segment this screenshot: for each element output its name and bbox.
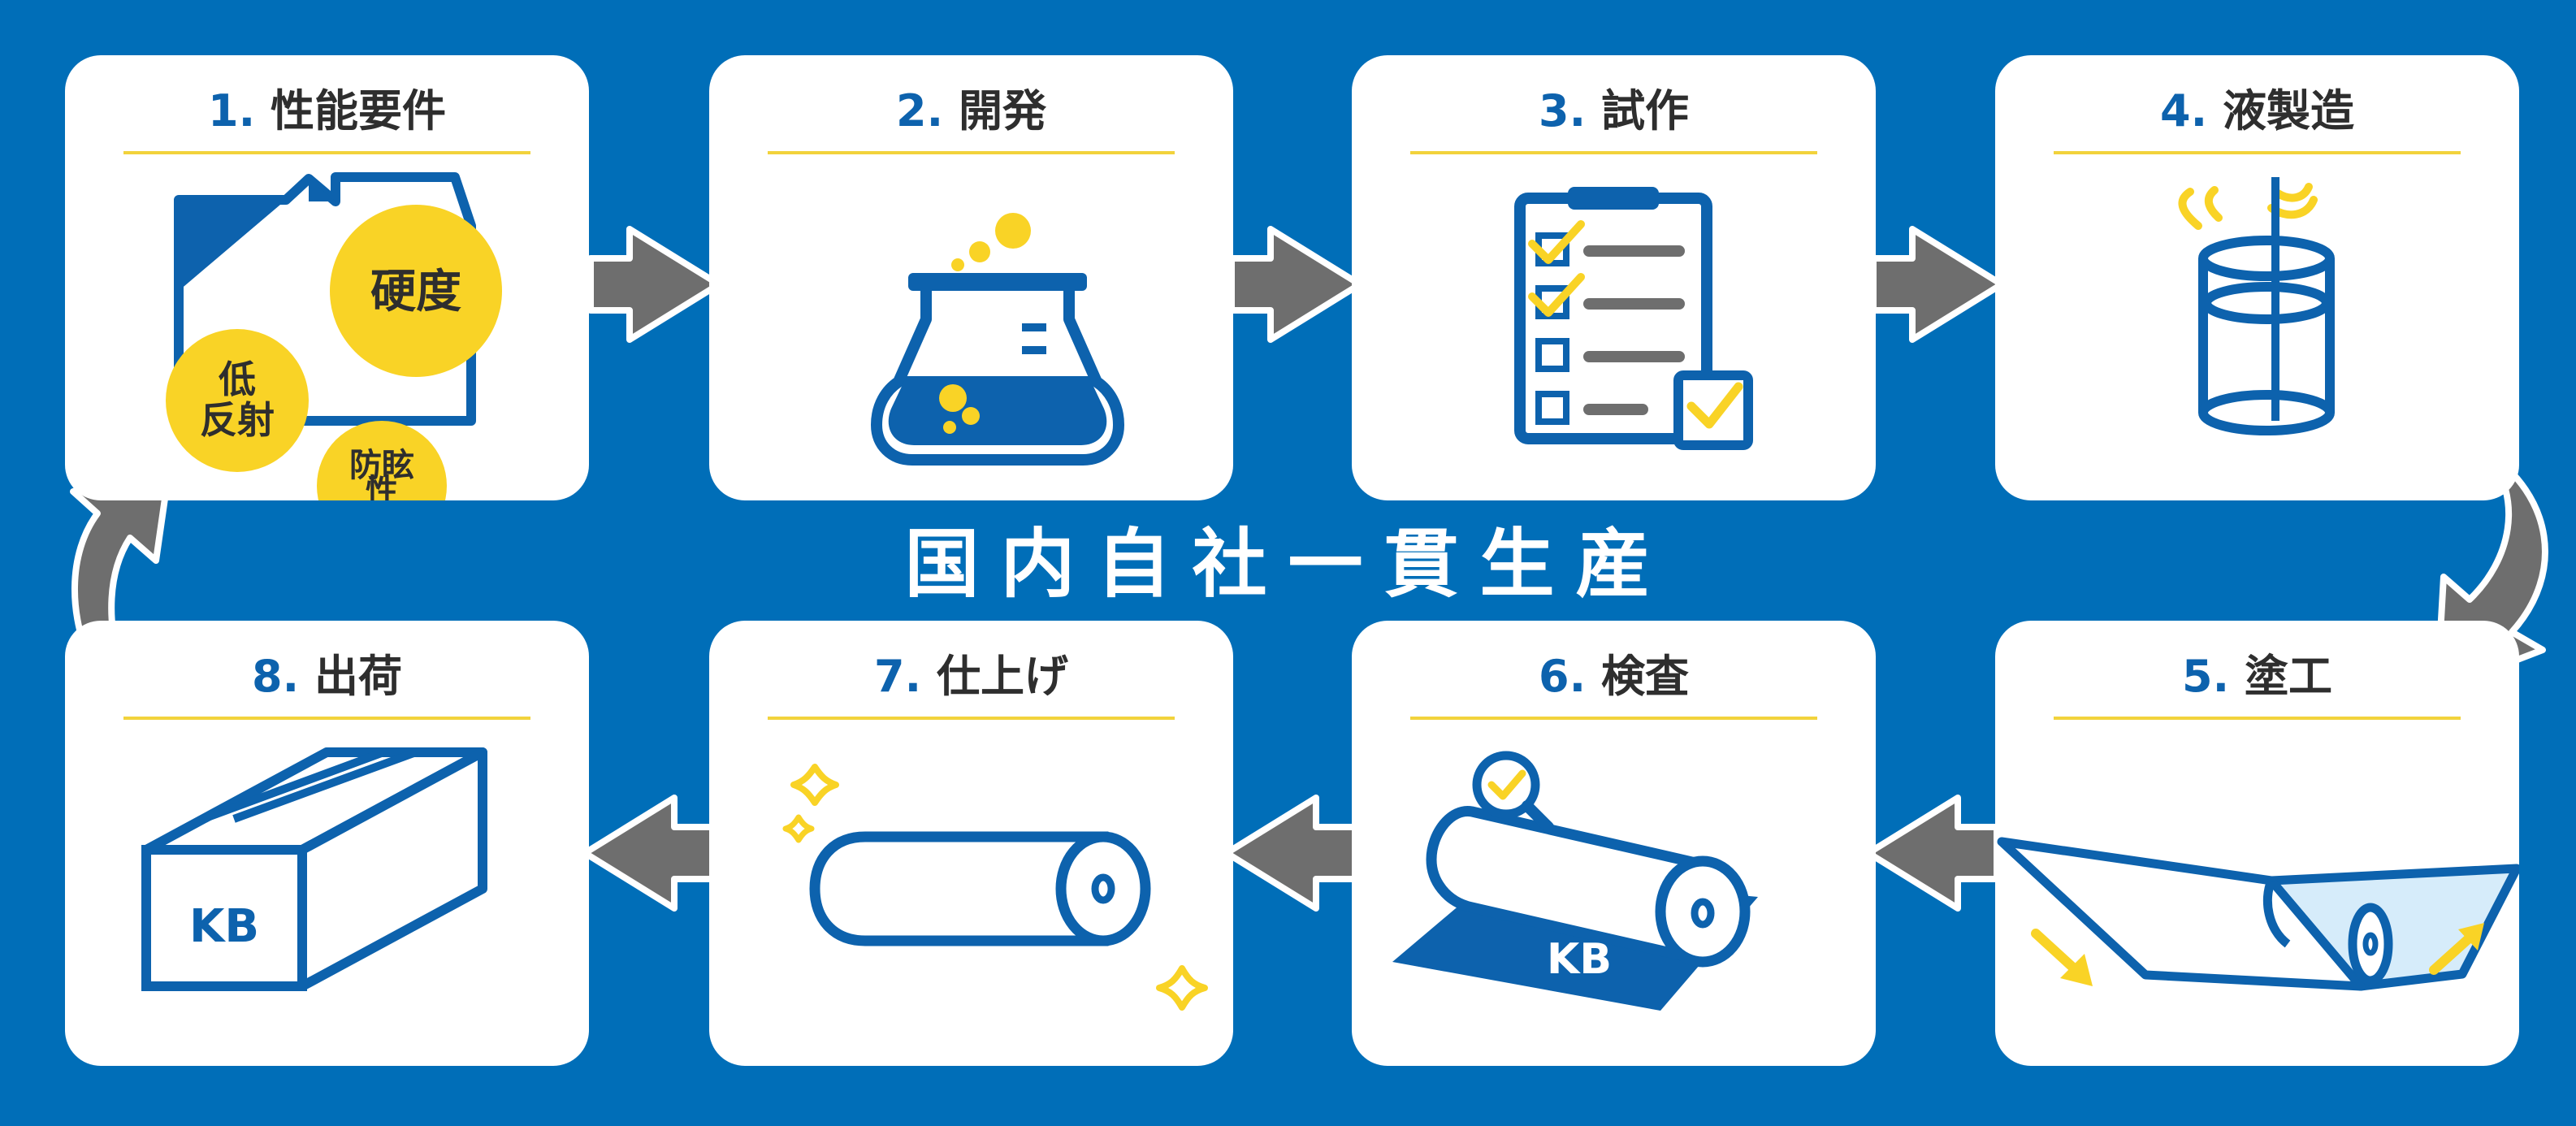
arrow-left-icon <box>1223 795 1358 912</box>
step-label: 検査 <box>1600 651 1689 702</box>
step-card-shipping: 8. 出荷 KB <box>65 621 589 1066</box>
title-divider <box>123 717 530 720</box>
title-divider <box>1410 717 1817 720</box>
title-divider <box>1410 151 1817 154</box>
step-card-inspection: 6. 検査 KB <box>1352 621 1876 1066</box>
brand-logo: KB <box>1547 935 1612 984</box>
clipboard-checklist-icon <box>1514 187 1753 450</box>
step-label: 塗工 <box>2244 651 2332 702</box>
brand-logo: KB <box>189 900 259 953</box>
arrow-right-icon <box>1228 226 1363 343</box>
step-number: 8. <box>252 651 300 702</box>
arrow-right-icon <box>587 226 722 343</box>
center-title: 国内自社一貫生産 <box>904 521 1672 608</box>
step-label: 出荷 <box>314 651 402 702</box>
coating-film-icon <box>1997 837 2519 991</box>
mixing-tank-icon <box>2178 177 2335 435</box>
title-divider <box>768 151 1175 154</box>
inspection-roll-icon: KB <box>1392 751 1758 1011</box>
requirement-anti-glare-2: 性 <box>366 473 398 500</box>
flask-icon <box>871 213 1124 466</box>
arrow-left-icon <box>582 795 717 912</box>
step-title: 4. 液製造 <box>1995 83 2519 140</box>
step-card-finishing: 7. 仕上げ <box>709 621 1233 1066</box>
step-number: 6. <box>1539 651 1587 702</box>
step-number: 7. <box>874 651 922 702</box>
step-label: 液製造 <box>2222 85 2354 136</box>
step-card-prototype: 3. 試作 <box>1352 55 1876 500</box>
requirement-hardness: 硬度 <box>370 266 461 318</box>
step-number: 2. <box>896 85 944 136</box>
step-title: 5. 塗工 <box>1995 648 2519 705</box>
step-number: 3. <box>1539 85 1587 136</box>
step-card-liquid-manufacturing: 4. 液製造 <box>1995 55 2519 500</box>
film-roll-icon <box>782 764 1208 1011</box>
step-label: 仕上げ <box>936 651 1068 702</box>
step-label: 試作 <box>1600 85 1689 136</box>
shipping-box-icon: KB <box>141 747 487 991</box>
step-card-development: 2. 開発 <box>709 55 1233 500</box>
step-title: 1. 性能要件 <box>65 83 589 140</box>
requirement-low-reflection-2: 反射 <box>200 398 275 442</box>
step-title: 3. 試作 <box>1352 83 1876 140</box>
step-card-requirements: 1. 性能要件 硬度 低 反射 防眩 性 <box>65 55 589 500</box>
arrow-left-icon <box>1865 795 2000 912</box>
title-divider <box>123 151 530 154</box>
arrow-right-icon <box>1870 226 2005 343</box>
step-number: 5. <box>2182 651 2230 702</box>
title-divider <box>2054 151 2461 154</box>
step-label: 開発 <box>958 85 1046 136</box>
title-divider <box>2054 717 2461 720</box>
step-number: 4. <box>2160 85 2208 136</box>
step-title: 8. 出荷 <box>65 648 589 705</box>
requirements-document-icon: 硬度 低 反射 防眩 性 <box>166 172 502 500</box>
step-title: 6. 検査 <box>1352 648 1876 705</box>
step-title: 2. 開発 <box>709 83 1233 140</box>
step-number: 1. <box>208 85 256 136</box>
requirement-low-reflection-1: 低 <box>219 357 256 401</box>
step-label: 性能要件 <box>270 85 446 136</box>
step-title: 7. 仕上げ <box>709 648 1233 705</box>
requirement-anti-glare-1: 防眩 <box>349 447 414 484</box>
step-card-coating: 5. 塗工 <box>1995 621 2519 1066</box>
title-divider <box>768 717 1175 720</box>
